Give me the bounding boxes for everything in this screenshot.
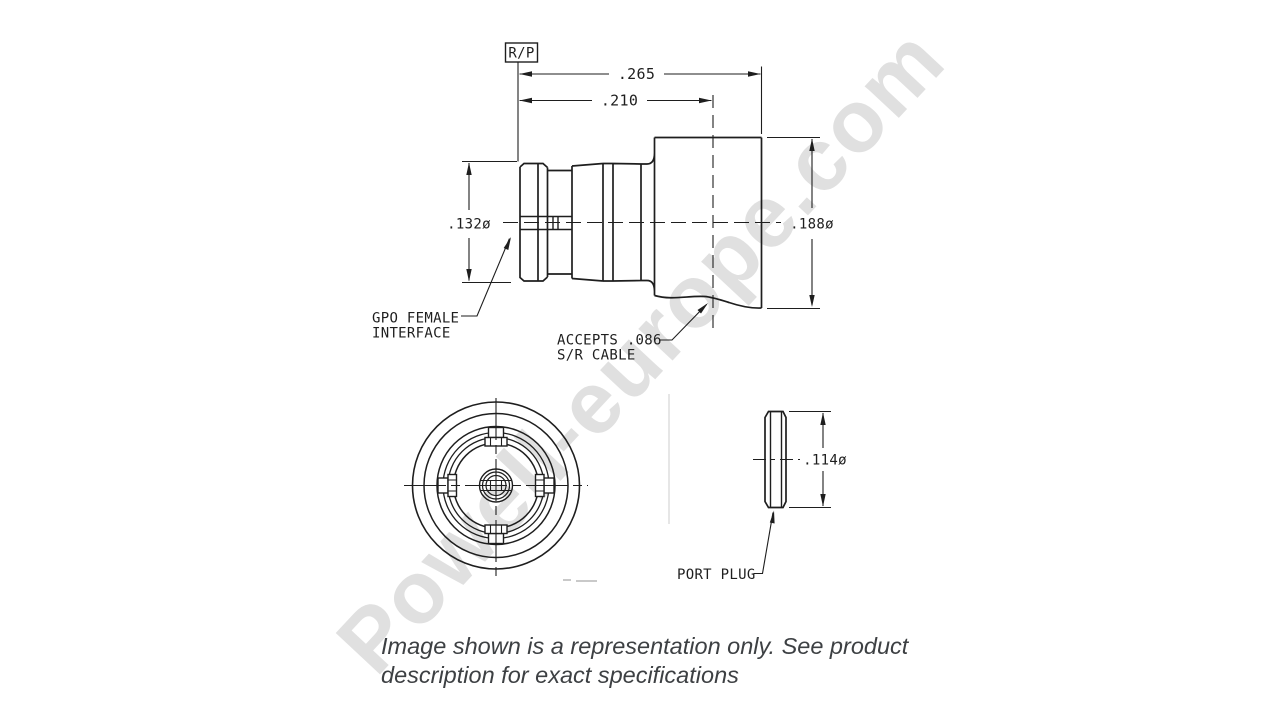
caption: Image shown is a representation only. Se…	[381, 632, 951, 690]
arrowhead-down	[466, 269, 472, 282]
front-flange	[519, 162, 549, 282]
cable-label-line2: S/R CABLE	[557, 348, 636, 364]
rp-flag-label: R/P	[508, 46, 534, 62]
dim-interface-dia-text: .132ø	[447, 217, 491, 233]
front-view	[404, 398, 588, 578]
port-plug-view: .114ø PORT PLUG	[677, 410, 847, 583]
break-line-cable-end	[654, 294, 762, 309]
callout-cable: ACCEPTS .086 S/R CABLE	[557, 303, 708, 364]
plug-outline	[764, 410, 787, 509]
arrowhead-left	[519, 71, 532, 77]
side-view: R/P .265 .210 .132ø	[372, 42, 834, 364]
center-socket-detail	[478, 468, 514, 503]
arrowhead-down	[820, 494, 826, 507]
gpo-label-line2: INTERFACE	[372, 326, 451, 342]
rp-flag-box	[504, 42, 539, 63]
dimension-body-length: .210	[519, 92, 714, 330]
dim-plug-dia-text: .114ø	[803, 453, 847, 469]
faint-marks	[563, 579, 597, 582]
connector-profile	[503, 136, 781, 309]
watermark-text: Powell-europe.com	[317, 9, 963, 691]
socket-outer	[478, 468, 514, 503]
arrowhead-right	[699, 97, 712, 104]
dimension-body-diameter: .188ø	[767, 136, 834, 310]
dim-body-dia-text: .188ø	[790, 217, 834, 233]
dimension-interface-diameter: .132ø	[447, 160, 517, 284]
socket-slot-lines	[481, 479, 511, 492]
arrowhead-down	[809, 295, 815, 307]
leader-arrowhead	[769, 510, 775, 524]
extension-lines	[789, 410, 831, 509]
arrowhead-up	[466, 162, 472, 175]
leader-line	[753, 512, 774, 575]
extension-lines	[767, 136, 820, 310]
cable-label-line1: ACCEPTS .086	[557, 333, 662, 349]
socket-mid	[481, 471, 511, 500]
interface-socket-slot	[520, 215, 572, 231]
leader-line	[659, 304, 707, 341]
caption-line2: description for exact specifications	[381, 662, 739, 688]
rp-flag: R/P	[504, 42, 539, 162]
socket-bore	[485, 474, 507, 497]
arrowhead-up	[809, 138, 815, 151]
arrowhead-left	[519, 97, 532, 104]
port-plug-label: PORT PLUG	[677, 567, 756, 583]
arrowhead-right	[748, 71, 761, 77]
callout-gpo-interface: GPO FEMALE INTERFACE	[372, 237, 511, 342]
caption-line1: Image shown is a representation only. Se…	[381, 633, 909, 659]
dim-body-length-text: .210	[601, 92, 638, 110]
extension-lines	[462, 160, 517, 284]
leader-arrowhead	[697, 303, 708, 314]
leader-arrowhead	[503, 237, 511, 250]
dimension-plug-diameter: .114ø	[789, 410, 847, 509]
body-outline	[641, 136, 763, 308]
dim-overall-text: .265	[618, 65, 655, 83]
dimension-overall-length: .265	[519, 65, 763, 134]
leader-line	[461, 238, 511, 317]
callout-port-plug: PORT PLUG	[677, 510, 775, 583]
arrowhead-up	[820, 412, 826, 425]
gpo-label-line1: GPO FEMALE	[372, 311, 459, 327]
